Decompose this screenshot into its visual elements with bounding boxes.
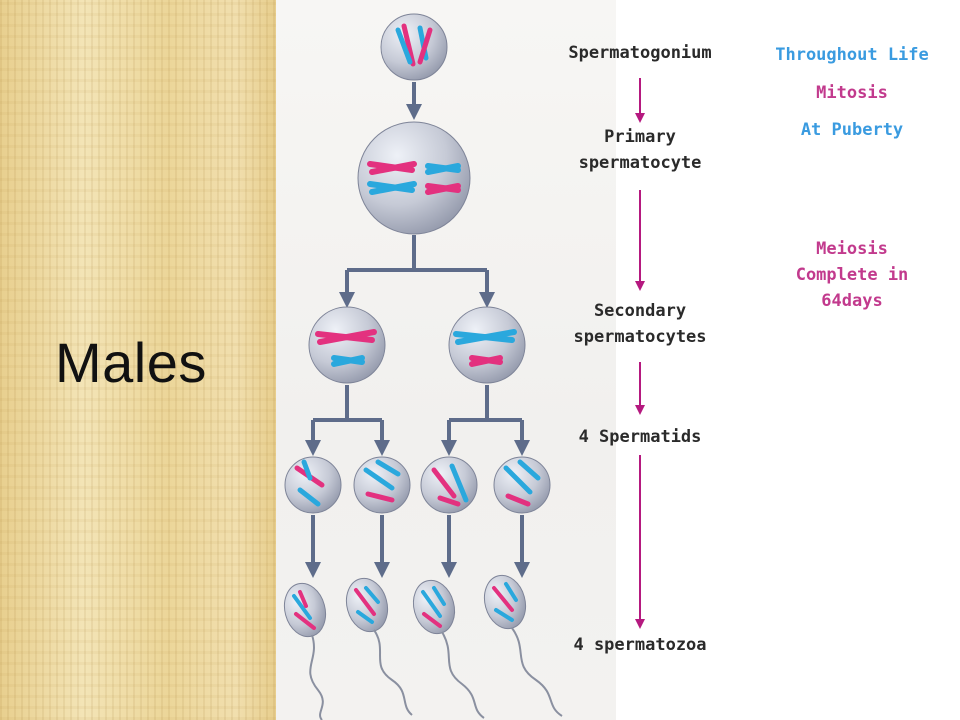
- label-secondary-spermatocytes: Secondary spermatocytes: [530, 298, 750, 350]
- label-primary-line2: spermatocyte: [578, 153, 702, 173]
- spermatogonium-cell: [380, 13, 448, 81]
- primary-spermatocyte-cell: [357, 121, 471, 235]
- parchment-background: [0, 0, 278, 720]
- label-panel: [616, 0, 960, 720]
- spermatid-cell: [284, 456, 342, 514]
- note-mitosis: Mitosis: [816, 83, 888, 103]
- label-primary-spermatocyte: Primary spermatocyte: [540, 124, 740, 176]
- note-throughout-life: Throughout Life: [775, 45, 929, 65]
- label-spermatids: 4 Spermatids: [578, 427, 702, 447]
- connector-lines: [305, 82, 530, 578]
- slide-title: Males: [55, 331, 207, 394]
- note-at-puberty: At Puberty: [800, 120, 904, 140]
- note-meiosis-line1: Meiosis: [816, 239, 888, 259]
- spermatid-cell: [353, 456, 411, 514]
- note-meiosis-line3: 64days: [821, 291, 883, 311]
- secondary-spermatocyte-cell: [448, 306, 526, 384]
- label-secondary-line1: Secondary: [593, 301, 687, 321]
- label-secondary-line2: spermatocytes: [573, 327, 707, 347]
- secondary-spermatocyte-cell: [308, 306, 386, 384]
- note-meiosis-line2: Complete in: [795, 265, 909, 285]
- spermatid-cell: [420, 456, 478, 514]
- label-primary-line1: Primary: [604, 127, 676, 147]
- spermatid-cell: [493, 456, 551, 514]
- label-spermatogonium: Spermatogonium: [568, 43, 712, 63]
- spermatozoon: [345, 577, 413, 716]
- spermatozoon: [283, 582, 327, 720]
- spermatozoon: [412, 579, 485, 719]
- spermatozoon: [483, 574, 563, 717]
- label-spermatozoa: 4 spermatozoa: [573, 635, 707, 655]
- note-meiosis: Meiosis Complete in 64days: [752, 236, 952, 314]
